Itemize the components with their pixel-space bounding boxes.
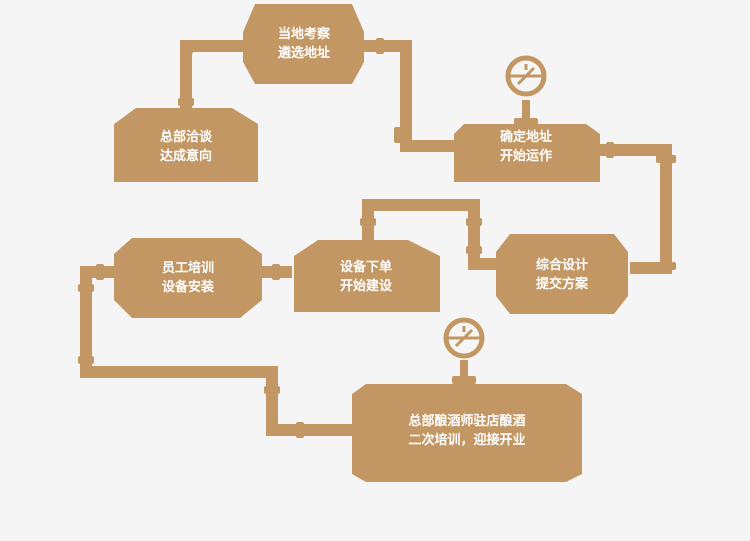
step-7-line2: 二次培训，迎接开业 <box>408 433 526 448</box>
step-7-label: 总部酿酒师驻店酿酒 二次培训，迎接开业 <box>372 412 562 450</box>
step-5-label: 设备下单 开始建设 <box>306 258 426 296</box>
pipe-joint <box>656 262 676 270</box>
pipe-joint <box>272 264 280 280</box>
pipe-joint <box>78 284 94 292</box>
step-2-line1: 总部洽谈 <box>159 130 212 145</box>
pipe-joint <box>656 155 676 163</box>
step-3-line1: 确定地址 <box>499 130 552 145</box>
step-7-line1: 总部酿酒师驻店酿酒 <box>408 414 526 429</box>
pipe-joint <box>394 127 404 143</box>
pipe-joint <box>452 376 476 384</box>
step-tank-6 <box>114 238 262 318</box>
pipe-joint <box>178 98 194 106</box>
step-tank-7 <box>352 384 582 482</box>
step-4-label: 综合设计 提交方案 <box>502 256 622 294</box>
pipe-joint <box>376 38 384 54</box>
step-6-line1: 员工培训 <box>161 261 214 276</box>
step-tank-5 <box>294 240 440 312</box>
pipe-connector <box>180 40 245 108</box>
step-4-line2: 提交方案 <box>535 277 588 292</box>
pipe-connector <box>80 266 352 436</box>
pipe-joint <box>183 40 193 54</box>
step-1-line1: 当地考察 <box>277 27 330 42</box>
pipe-connector <box>600 144 672 274</box>
step-4-line1: 综合设计 <box>535 258 588 273</box>
step-1-label: 当地考察 遴选地址 <box>255 25 353 63</box>
pipe-joint <box>466 246 482 254</box>
step-tank-4 <box>496 234 628 314</box>
step-6-label: 员工培训 设备安装 <box>128 259 248 297</box>
step-3-line2: 开始运作 <box>499 149 552 164</box>
step-2-label: 总部洽谈 达成意向 <box>126 128 246 166</box>
pipe-joint <box>296 422 304 438</box>
pipe-joint <box>96 264 104 280</box>
pipe-joint <box>78 356 94 364</box>
valve-gauge-icon <box>443 317 485 359</box>
pipe-joint <box>606 142 614 158</box>
pipe-connector <box>362 40 458 152</box>
pipe-joint <box>264 386 280 394</box>
step-tank-1 <box>243 4 364 84</box>
valve-gauge-icon <box>505 55 547 97</box>
step-5-line2: 开始建设 <box>339 279 392 294</box>
step-6-line2: 设备安装 <box>161 280 214 295</box>
step-tank-3 <box>454 124 600 182</box>
pipe-joint <box>360 218 376 226</box>
step-1-line2: 遴选地址 <box>277 46 330 61</box>
step-tank-2 <box>114 108 258 182</box>
pipe-joint <box>466 218 482 226</box>
pipe-connector <box>362 199 500 270</box>
step-5-line1: 设备下单 <box>339 260 392 275</box>
step-3-label: 确定地址 开始运作 <box>466 128 586 166</box>
step-2-line2: 达成意向 <box>159 149 212 164</box>
